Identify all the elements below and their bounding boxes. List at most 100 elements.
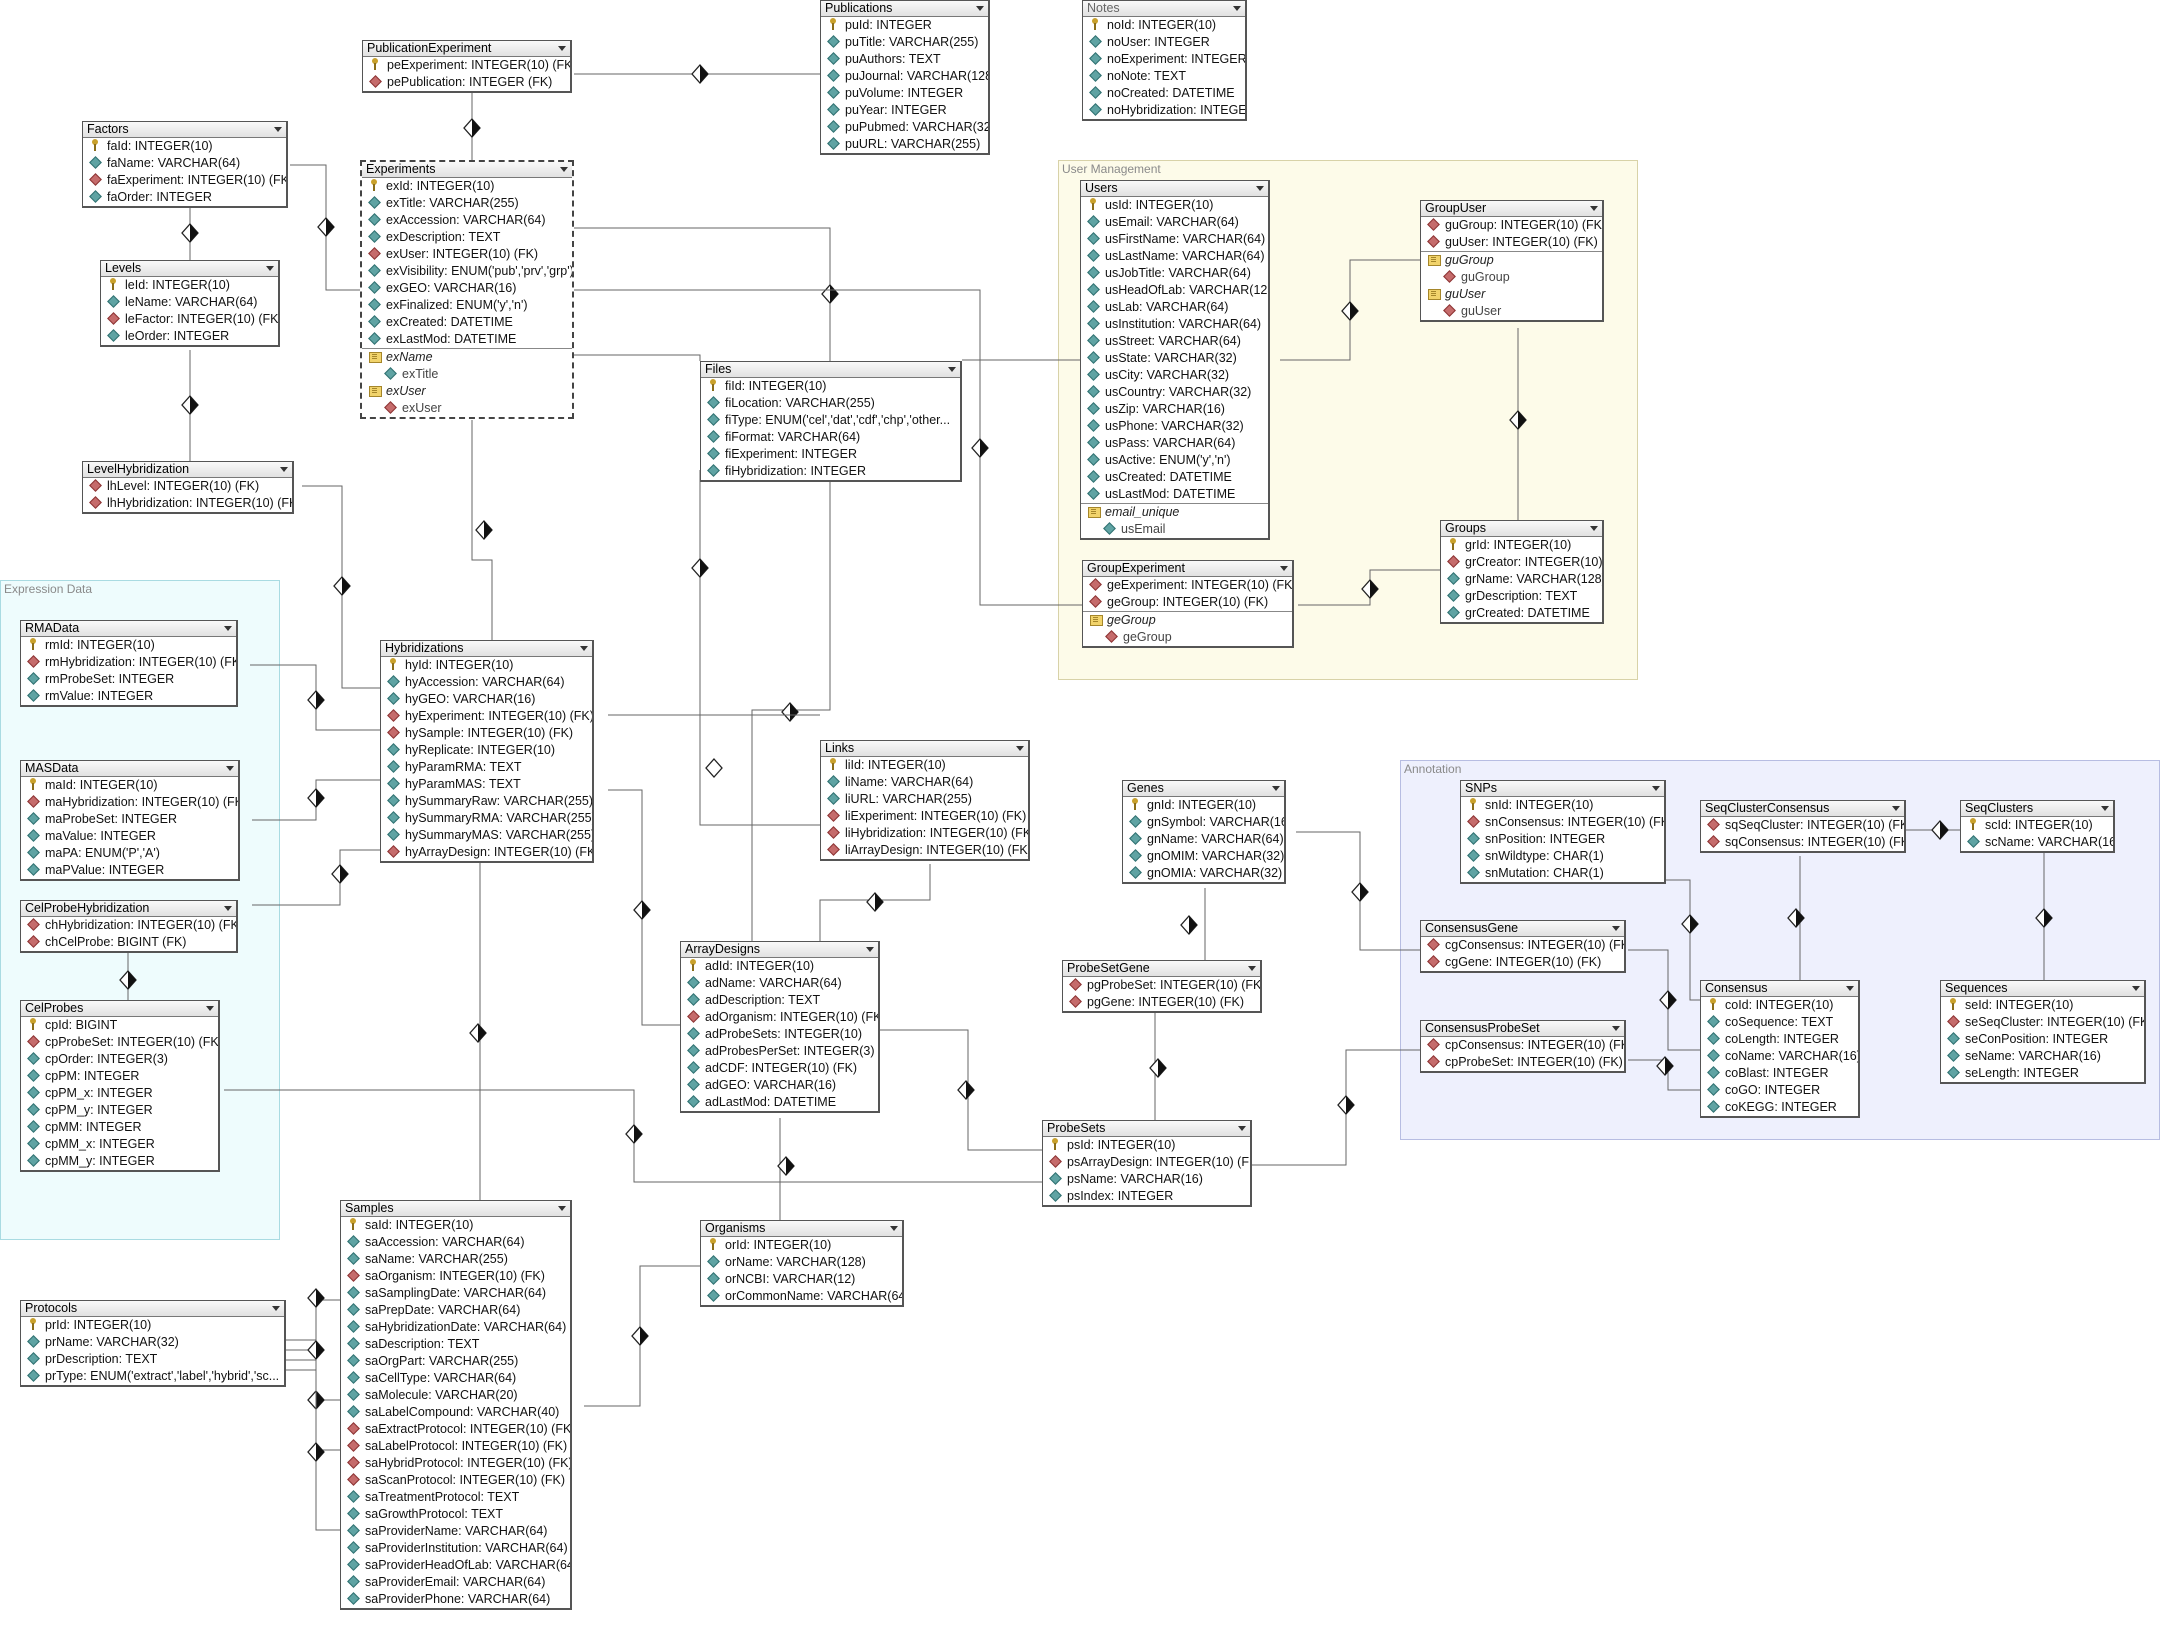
column-row[interactable]: saSamplingDate: VARCHAR(64) <box>341 1285 570 1302</box>
table-title[interactable]: Files <box>701 362 960 378</box>
column-row[interactable]: usPhone: VARCHAR(32) <box>1081 418 1268 435</box>
index-row[interactable]: email_unique <box>1081 503 1268 521</box>
column-row[interactable]: usCreated: DATETIME <box>1081 469 1268 486</box>
table-title[interactable]: SeqClusters <box>1961 801 2113 817</box>
column-row[interactable]: exLastMod: DATETIME <box>362 331 572 348</box>
column-row[interactable]: cpProbeSet: INTEGER(10) (FK) <box>1421 1054 1624 1071</box>
column-row[interactable]: pePublication: INTEGER (FK) <box>363 74 570 91</box>
column-row[interactable]: coGO: INTEGER <box>1701 1082 1858 1099</box>
column-row[interactable]: exFinalized: ENUM('y','n') <box>362 297 572 314</box>
column-row[interactable]: seId: INTEGER(10) <box>1941 997 2144 1014</box>
column-row[interactable]: liExperiment: INTEGER(10) (FK) <box>821 808 1028 825</box>
column-row[interactable]: usLastName: VARCHAR(64) <box>1081 248 1268 265</box>
chevron-down-icon[interactable] <box>1590 206 1598 211</box>
column-row[interactable]: puPubmed: VARCHAR(32) <box>821 119 988 136</box>
column-row[interactable]: rmHybridization: INTEGER(10) (FK) <box>21 654 236 671</box>
column-row[interactable]: cpPM: INTEGER <box>21 1068 218 1085</box>
column-row[interactable]: liId: INTEGER(10) <box>821 757 1028 774</box>
column-row[interactable]: saProviderPhone: VARCHAR(64) <box>341 1591 570 1608</box>
column-row[interactable]: adProbeSets: INTEGER(10) <box>681 1026 878 1043</box>
column-row[interactable]: saAccession: VARCHAR(64) <box>341 1234 570 1251</box>
column-row[interactable]: hySummaryMAS: VARCHAR(255) <box>381 827 592 844</box>
column-row[interactable]: maProbeSet: INTEGER <box>21 811 238 828</box>
column-row[interactable]: geGroup: INTEGER(10) (FK) <box>1083 594 1292 611</box>
chevron-down-icon[interactable] <box>1238 1126 1246 1131</box>
column-row[interactable]: adOrganism: INTEGER(10) (FK) <box>681 1009 878 1026</box>
table-title[interactable]: CelProbeHybridization <box>21 901 236 917</box>
table-title[interactable]: ProbeSetGene <box>1063 961 1260 977</box>
column-row[interactable]: saDescription: TEXT <box>341 1336 570 1353</box>
column-row[interactable]: leId: INTEGER(10) <box>101 277 278 294</box>
column-row[interactable]: chCelProbe: BIGINT (FK) <box>21 934 236 951</box>
column-row[interactable]: puAuthors: TEXT <box>821 51 988 68</box>
column-row[interactable]: saHybridProtocol: INTEGER(10) (FK) <box>341 1455 570 1472</box>
column-row[interactable]: cpProbeSet: INTEGER(10) (FK) <box>21 1034 218 1051</box>
column-row[interactable]: gnOMIA: VARCHAR(32) <box>1123 865 1284 882</box>
column-row[interactable]: noNote: TEXT <box>1083 68 1245 85</box>
column-row[interactable]: noExperiment: INTEGER <box>1083 51 1245 68</box>
column-row[interactable]: snPosition: INTEGER <box>1461 831 1664 848</box>
chevron-down-icon[interactable] <box>280 467 288 472</box>
column-row[interactable]: fiId: INTEGER(10) <box>701 378 960 395</box>
column-row[interactable]: hyArrayDesign: INTEGER(10) (FK) <box>381 844 592 861</box>
column-row[interactable]: usId: INTEGER(10) <box>1081 197 1268 214</box>
column-row[interactable]: saPrepDate: VARCHAR(64) <box>341 1302 570 1319</box>
column-row[interactable]: lhHybridization: INTEGER(10) (FK) <box>83 495 292 512</box>
column-row[interactable]: usPass: VARCHAR(64) <box>1081 435 1268 452</box>
column-row[interactable]: exTitle: VARCHAR(255) <box>362 195 572 212</box>
chevron-down-icon[interactable] <box>1846 986 1854 991</box>
column-row[interactable]: fiExperiment: INTEGER <box>701 446 960 463</box>
column-row[interactable]: leOrder: INTEGER <box>101 328 278 345</box>
column-row[interactable]: exUser: INTEGER(10) (FK) <box>362 246 572 263</box>
column-row[interactable]: saLabelProtocol: INTEGER(10) (FK) <box>341 1438 570 1455</box>
column-row[interactable]: exAccession: VARCHAR(64) <box>362 212 572 229</box>
column-row[interactable]: maPA: ENUM('P','A') <box>21 845 238 862</box>
column-row[interactable]: grDescription: TEXT <box>1441 588 1602 605</box>
column-row[interactable]: maId: INTEGER(10) <box>21 777 238 794</box>
column-row[interactable]: psName: VARCHAR(16) <box>1043 1171 1250 1188</box>
column-row[interactable]: prName: VARCHAR(32) <box>21 1334 284 1351</box>
table-title[interactable]: SNPs <box>1461 781 1664 797</box>
chevron-down-icon[interactable] <box>558 1206 566 1211</box>
column-row[interactable]: usJobTitle: VARCHAR(64) <box>1081 265 1268 282</box>
column-row[interactable]: scId: INTEGER(10) <box>1961 817 2113 834</box>
column-row[interactable]: rmValue: INTEGER <box>21 688 236 705</box>
column-row[interactable]: usLab: VARCHAR(64) <box>1081 299 1268 316</box>
column-row[interactable]: liName: VARCHAR(64) <box>821 774 1028 791</box>
chevron-down-icon[interactable] <box>1233 6 1241 11</box>
column-row[interactable]: saScanProtocol: INTEGER(10) (FK) <box>341 1472 570 1489</box>
column-row[interactable]: orCommonName: VARCHAR(64) <box>701 1288 902 1305</box>
column-row[interactable]: usHeadOfLab: VARCHAR(128) <box>1081 282 1268 299</box>
column-row[interactable]: orName: VARCHAR(128) <box>701 1254 902 1271</box>
column-row[interactable]: orId: INTEGER(10) <box>701 1237 902 1254</box>
column-row[interactable]: puId: INTEGER <box>821 17 988 34</box>
column-row[interactable]: saGrowthProtocol: TEXT <box>341 1506 570 1523</box>
chevron-down-icon[interactable] <box>1652 786 1660 791</box>
column-row[interactable]: saMolecule: VARCHAR(20) <box>341 1387 570 1404</box>
column-row[interactable]: puYear: INTEGER <box>821 102 988 119</box>
column-row[interactable]: hyExperiment: INTEGER(10) (FK) <box>381 708 592 725</box>
table-title[interactable]: GroupUser <box>1421 201 1602 217</box>
column-row[interactable]: sqSeqCluster: INTEGER(10) (FK) <box>1701 817 1904 834</box>
table-title[interactable]: Groups <box>1441 521 1602 537</box>
column-row[interactable]: exCreated: DATETIME <box>362 314 572 331</box>
chevron-down-icon[interactable] <box>1612 1026 1620 1031</box>
chevron-down-icon[interactable] <box>976 6 984 11</box>
table-title[interactable]: MASData <box>21 761 238 777</box>
column-row[interactable]: snWildtype: CHAR(1) <box>1461 848 1664 865</box>
column-row[interactable]: grId: INTEGER(10) <box>1441 537 1602 554</box>
column-row[interactable]: usCity: VARCHAR(32) <box>1081 367 1268 384</box>
column-row[interactable]: fiFormat: VARCHAR(64) <box>701 429 960 446</box>
